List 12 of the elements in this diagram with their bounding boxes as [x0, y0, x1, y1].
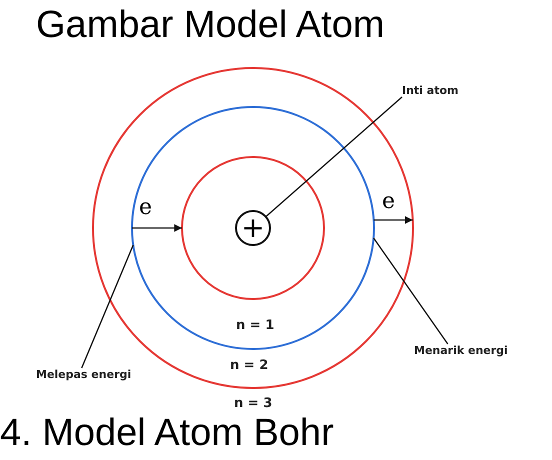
- caption: 4. Model Atom Bohr: [0, 412, 334, 455]
- leader-line: [373, 238, 448, 344]
- arrow: [374, 216, 413, 224]
- leader-line: [265, 96, 402, 218]
- title: Gambar Model Atom: [36, 4, 384, 47]
- orbit-circle: [181, 156, 325, 300]
- nucleus-circle: +: [235, 210, 271, 246]
- leader-line: [81, 244, 134, 368]
- leader-label: Inti atom: [402, 84, 458, 97]
- leader-label: Melepas energi: [36, 368, 132, 381]
- arrow: [132, 224, 182, 232]
- leader-label: Menarik energi: [414, 344, 508, 357]
